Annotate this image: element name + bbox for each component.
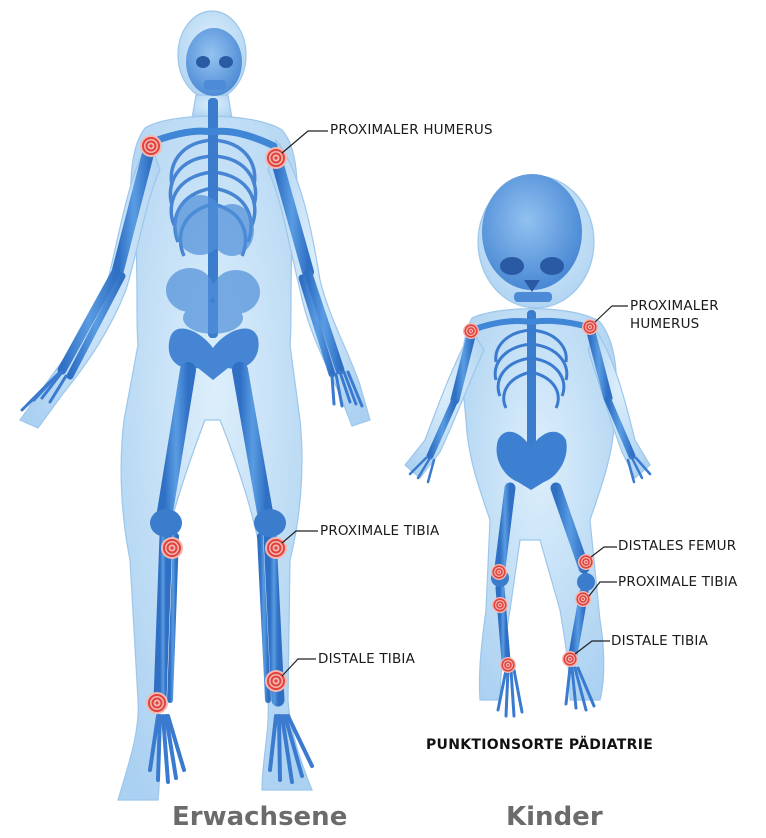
child-target-femur-right — [491, 564, 507, 580]
caption-adults: Erwachsene — [172, 802, 347, 832]
child-subtitle: PUNKTIONSORTE PÄDIATRIE — [426, 737, 653, 753]
label-child-distal-femur: DISTALES FEMUR — [618, 538, 736, 555]
adult-target-tibia-left — [265, 537, 287, 559]
adult-body — [20, 11, 370, 800]
child-target-tibia-left — [575, 591, 591, 607]
child-target-distal-tibia-right — [500, 657, 516, 673]
adult-target-humerus-left — [265, 147, 287, 169]
label-adult-distal-tibia: DISTALE TIBIA — [318, 651, 415, 668]
child-target-tibia-right — [492, 597, 508, 613]
adult-target-distal-tibia-left — [265, 670, 287, 692]
label-adult-proximal-tibia: PROXIMALE TIBIA — [320, 523, 439, 540]
label-child-proximal-tibia: PROXIMALE TIBIA — [618, 574, 737, 591]
label-adult-proximal-humerus: PROXIMALER HUMERUS — [330, 122, 493, 139]
caption-children: Kinder — [506, 802, 603, 832]
adult-target-humerus-right — [140, 135, 162, 157]
child-target-humerus-right — [463, 323, 479, 339]
adult-target-tibia-right — [161, 537, 183, 559]
label-child-distal-tibia: DISTALE TIBIA — [611, 633, 708, 650]
label-child-proximal-humerus-line2: HUMERUS — [630, 316, 699, 333]
adult-target-distal-tibia-right — [146, 692, 168, 714]
label-child-proximal-humerus-line1: PROXIMALER — [630, 298, 719, 315]
